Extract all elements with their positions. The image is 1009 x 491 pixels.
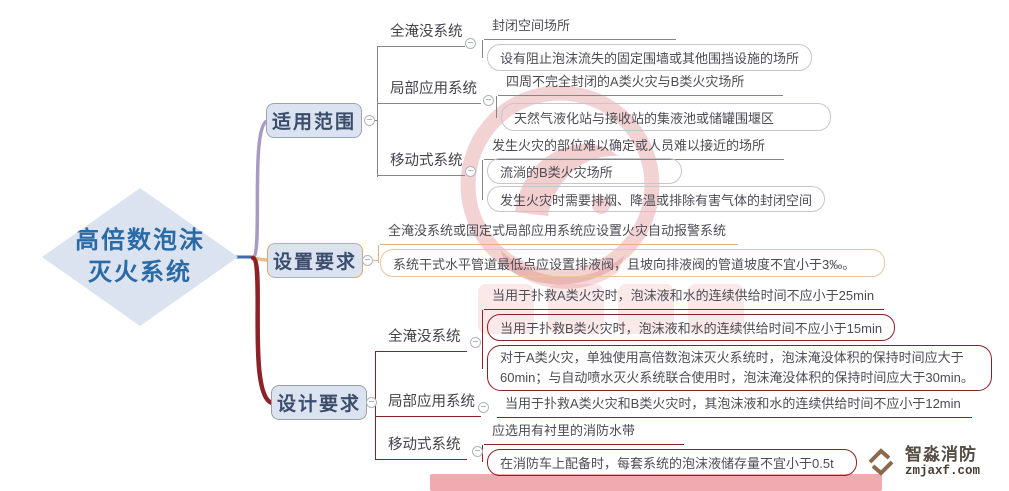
- leaf-group-bracket: [482, 310, 483, 369]
- leaf-hard-to-locate[interactable]: 发生火灾的部位难以确定或人员难以接近的场所: [484, 136, 784, 160]
- branch-connector-scope: [251, 119, 269, 259]
- leaf-flowing-class-b[interactable]: 流淌的B类火灾场所: [487, 158, 682, 184]
- leaf-drain-valve[interactable]: 系统干式水平管道最低点应设置排液阀，且坡向排液阀的管道坡度不宜小于3‰。: [380, 249, 885, 277]
- collapse-icon[interactable]: −: [366, 397, 377, 408]
- leaf-text: 当用于扑救B类火灾时，泡沫液和水的连续供给时间不应小于15min: [500, 321, 883, 336]
- subnode-design-total-flooding[interactable]: 全淹没系统: [375, 326, 467, 352]
- leaf-text: 发生火灾的部位难以确定或人员难以接近的场所: [492, 138, 766, 153]
- leaf-text: 天然气液化站与接收站的集液池或储罐围堰区: [514, 110, 775, 126]
- branch-label-setup: 设置要求: [272, 252, 357, 273]
- leaf-text: 封闭空间场所: [492, 18, 571, 33]
- setup-bracket-stub: [368, 260, 378, 261]
- leaf-text: 当用于扑救A类火灾和B类火灾时，其泡沫液和水的连续供给时间不应小于12min: [505, 396, 961, 411]
- leaf-group-bracket: [496, 96, 497, 118]
- leaf-partially-enclosed[interactable]: 四周不完全封闭的A类火灾与B类火灾场所: [498, 72, 783, 96]
- collapse-icon[interactable]: −: [483, 95, 494, 106]
- leaf-text: 在消防车上配备时，每套系统的泡沫液储存量不宜小于0.5t: [500, 456, 834, 471]
- subnode-design-local-application[interactable]: 局部应用系统: [375, 391, 481, 417]
- site-logo: 智淼消防 zmjaxf.com: [862, 443, 980, 481]
- subnode-scope-mobile[interactable]: 移动式系统: [377, 150, 465, 176]
- collapse-icon[interactable]: −: [364, 115, 375, 126]
- collapse-icon[interactable]: −: [470, 337, 481, 348]
- branch-label-design: 设计要求: [276, 394, 361, 415]
- subnode-label: 局部应用系统: [388, 394, 475, 410]
- leaf-text: 当用于扑救A类火灾时，泡沫液和水的连续供给时间不应小于25min: [492, 288, 875, 303]
- leaf-ab-12min[interactable]: 当用于扑救A类火灾和B类火灾时，其泡沫液和水的连续供给时间不应小于12min: [497, 394, 972, 418]
- subnode-scope-total-flooding[interactable]: 全淹没系统: [377, 21, 465, 47]
- leaf-lng-station[interactable]: 天然气液化站与接收站的集液池或储罐围堰区: [501, 103, 831, 131]
- branch-label-scope: 适用范围: [271, 112, 356, 133]
- logo-brand-text: 智淼消防: [905, 444, 977, 464]
- collapse-icon[interactable]: −: [465, 166, 476, 177]
- collapse-icon[interactable]: −: [478, 402, 489, 413]
- leaf-text: 流淌的B类火灾场所: [500, 164, 613, 180]
- central-topic-line1: 高倍数泡沫: [75, 227, 205, 255]
- collapse-icon[interactable]: −: [472, 446, 483, 457]
- leaf-text: 系统干式水平管道最低点应设置排液阀，且坡向排液阀的管道坡度不宜小于3‰。: [393, 256, 856, 272]
- subnode-label: 移动式系统: [388, 437, 461, 453]
- subnode-label: 移动式系统: [390, 153, 463, 169]
- branch-node-setup[interactable]: 设置要求: [267, 243, 363, 278]
- leaf-fixed-walls[interactable]: 设有阻止泡沫流失的固定围墙或其他围挡设施的场所: [487, 44, 813, 71]
- leaf-lined-hose[interactable]: 应选用有衬里的消防水带: [484, 421, 684, 445]
- leaf-smoke-exhaust[interactable]: 发生火灾时需要排烟、降温或排除有害气体的封闭空间: [487, 186, 826, 212]
- subnode-scope-local-application[interactable]: 局部应用系统: [377, 78, 481, 104]
- bottom-watermark-strip: [430, 474, 882, 491]
- central-topic-line2: 灭火系统: [88, 259, 192, 286]
- collapse-icon[interactable]: −: [465, 38, 476, 49]
- leaf-submergence-hold-time[interactable]: 对于A类火灾，单独使用高倍数泡沫灭火系统时，泡沫淹没体积的保持时间应大于60mi…: [487, 345, 992, 391]
- leaf-text: 设有阻止泡沫流失的固定围墙或其他围挡设施的场所: [500, 51, 800, 66]
- branch-node-scope[interactable]: 适用范围: [266, 103, 362, 138]
- leaf-text: 四周不完全封闭的A类火灾与B类火灾场所: [506, 74, 745, 89]
- collapse-icon[interactable]: −: [362, 255, 373, 266]
- leaf-class-a-25min[interactable]: 当用于扑救A类火灾时，泡沫液和水的连续供给时间不应小于25min: [484, 286, 885, 310]
- leaf-group-bracket: [482, 160, 483, 200]
- leaf-group-bracket: [482, 40, 483, 58]
- leaf-text: 发生火灾时需要排烟、降温或排除有害气体的封闭空间: [500, 192, 813, 208]
- leaf-text: 应选用有衬里的消防水带: [492, 423, 636, 438]
- setup-leaf-bracket: [378, 245, 379, 263]
- leaf-enclosed-space[interactable]: 封闭空间场所: [484, 16, 676, 40]
- leaf-text: 全淹没系统或固定式局部应用系统应设置火灾自动报警系统: [388, 223, 727, 238]
- leaf-auto-alarm[interactable]: 全淹没系统或固定式局部应用系统应设置火灾自动报警系统: [380, 221, 738, 245]
- subnode-design-mobile[interactable]: 移动式系统: [375, 434, 467, 460]
- leaf-truck-storage[interactable]: 在消防车上配备时，每套系统的泡沫液储存量不宜小于0.5t: [487, 449, 857, 476]
- subnode-label: 局部应用系统: [390, 81, 477, 97]
- subnode-label: 全淹没系统: [388, 329, 461, 345]
- leaf-class-b-15min[interactable]: 当用于扑救B类火灾时，泡沫液和水的连续供给时间不应小于15min: [487, 314, 896, 341]
- branch-connector-design: [250, 255, 275, 406]
- leaf-text: 对于A类火灾，单独使用高倍数泡沫灭火系统时，泡沫淹没体积的保持时间应大于60mi…: [500, 349, 974, 385]
- logo-diamond-icon: [868, 448, 894, 476]
- scope-children-bracket: [377, 47, 378, 177]
- subnode-label: 全淹没系统: [390, 24, 463, 40]
- logo-domain-text: zmjaxf.com: [905, 464, 981, 479]
- branch-node-design[interactable]: 设计要求: [271, 385, 367, 420]
